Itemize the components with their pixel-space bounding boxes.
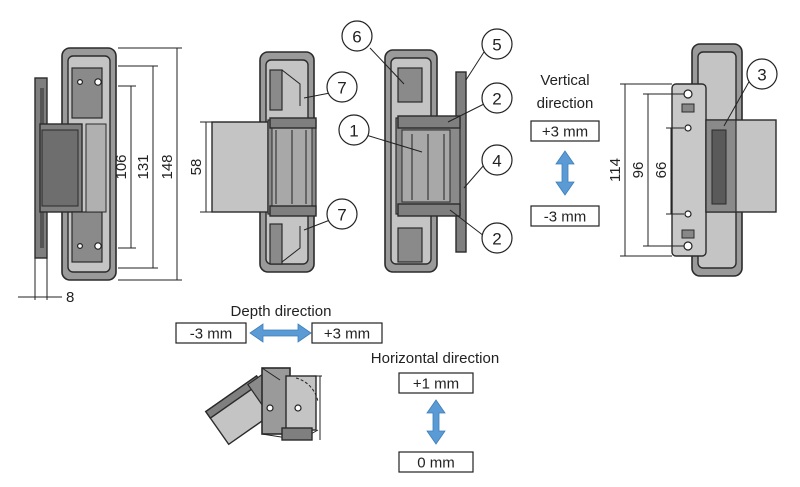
- vertical-double-arrow-icon: [555, 150, 575, 196]
- horizontal-zero-label: 0 mm: [417, 455, 455, 472]
- vertical-minus-box: [530, 205, 600, 227]
- callout-leaders: [303, 47, 751, 237]
- dim-106: 106: [113, 154, 130, 179]
- horizontal-zero-box: [398, 451, 474, 473]
- vertical-title-line2: direction: [537, 95, 594, 112]
- callout-2-bottom: 2: [481, 222, 513, 254]
- hinge-section-view: [384, 49, 467, 273]
- callout-7-top: 7: [326, 71, 358, 103]
- hinge-side-view-left: [34, 47, 117, 281]
- vertical-direction-group: Vertical direction +3 mm -3 mm: [530, 72, 600, 227]
- vertical-minus-label: -3 mm: [544, 209, 587, 226]
- callout-4: 4: [481, 144, 513, 176]
- dim-148: 148: [159, 154, 176, 179]
- callout-6: 6: [341, 20, 373, 52]
- dim-58: 58: [188, 159, 205, 176]
- depth-plus-label: +3 mm: [324, 326, 370, 343]
- horizontal-title: Horizontal direction: [371, 350, 499, 367]
- callout-5: 5: [481, 28, 513, 60]
- horizontal-plus-label: +1 mm: [413, 376, 459, 393]
- hinge-rear-view: [671, 43, 777, 277]
- dimension-lines-right: [620, 83, 684, 257]
- depth-minus-label: -3 mm: [190, 326, 233, 343]
- callout-3: 3: [746, 58, 778, 90]
- vertical-plus-label: +3 mm: [542, 124, 588, 141]
- depth-minus-box: [175, 322, 247, 344]
- horizontal-direction-group: Horizontal direction +1 mm 0 mm: [371, 350, 499, 473]
- callout-1: 1: [338, 114, 370, 146]
- svg-text:2: 2: [492, 230, 501, 249]
- hinge-front-view: [211, 51, 317, 273]
- svg-text:1: 1: [349, 122, 358, 141]
- dim-66: 66: [653, 162, 670, 179]
- vertical-plus-box: [530, 120, 600, 142]
- depth-double-arrow-icon: [249, 323, 312, 343]
- callout-7-bottom: 7: [326, 198, 358, 230]
- dim-114: 114: [607, 158, 624, 182]
- svg-text:5: 5: [492, 36, 501, 55]
- callout-2-top: 2: [481, 82, 513, 114]
- depth-plus-box: [311, 322, 383, 344]
- dim-131: 131: [135, 154, 152, 179]
- svg-text:7: 7: [337, 79, 346, 98]
- horizontal-double-arrow-icon: [426, 399, 446, 445]
- svg-text:2: 2: [492, 90, 501, 109]
- dimension-lines-left: [18, 47, 182, 300]
- dimension-lines-58: [200, 121, 212, 213]
- horizontal-plus-box: [398, 372, 474, 394]
- svg-text:3: 3: [757, 66, 766, 85]
- svg-text:6: 6: [352, 28, 361, 47]
- svg-text:4: 4: [492, 152, 501, 171]
- hinge-detail-open-view: [204, 367, 322, 446]
- dim-8: 8: [66, 289, 74, 306]
- depth-title: Depth direction: [231, 303, 332, 320]
- vertical-title-line1: Vertical: [540, 72, 589, 89]
- dim-96: 96: [630, 162, 647, 179]
- depth-direction-group: Depth direction -3 mm +3 mm: [175, 303, 383, 344]
- svg-text:7: 7: [337, 206, 346, 225]
